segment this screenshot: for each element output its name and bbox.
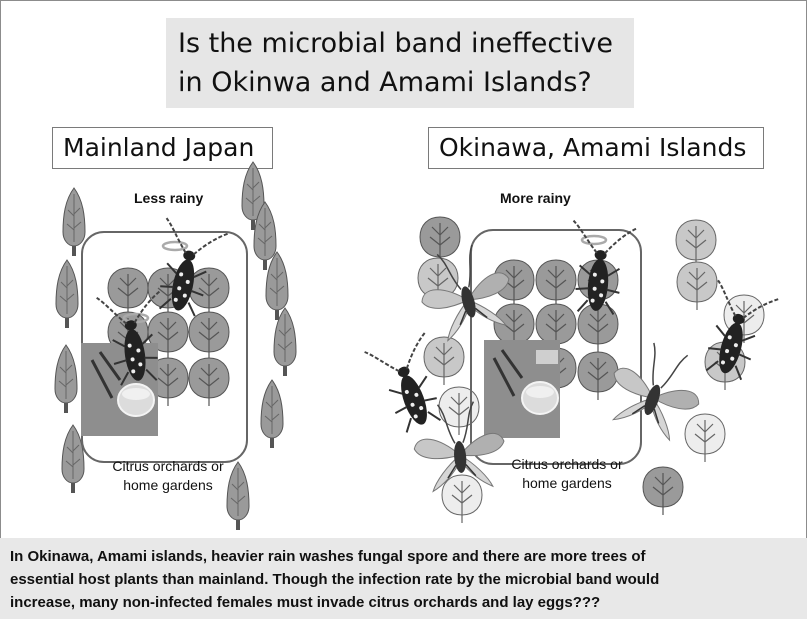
left-orchard-caption: Citrus orchards or home gardens — [88, 457, 248, 495]
right-orchard-caption: Citrus orchards or home gardens — [487, 455, 647, 493]
bottom-note-line-2: essential host plants than mainland. Tho… — [10, 571, 659, 588]
right-infected-beetle — [566, 221, 638, 316]
right-caption-line-2: home gardens — [487, 474, 647, 493]
bottom-note-line-1: In Okinawa, Amami islands, heavier rain … — [10, 548, 646, 565]
bottom-note-line-3: increase, many non-infected females must… — [10, 594, 600, 611]
bottom-note: In Okinawa, Amami islands, heavier rain … — [0, 538, 807, 619]
right-caption-line-1: Citrus orchards or — [487, 455, 647, 474]
left-caption-line-1: Citrus orchards or — [88, 457, 248, 476]
left-caption-line-2: home gardens — [88, 476, 248, 495]
right-band-photo — [484, 340, 560, 438]
